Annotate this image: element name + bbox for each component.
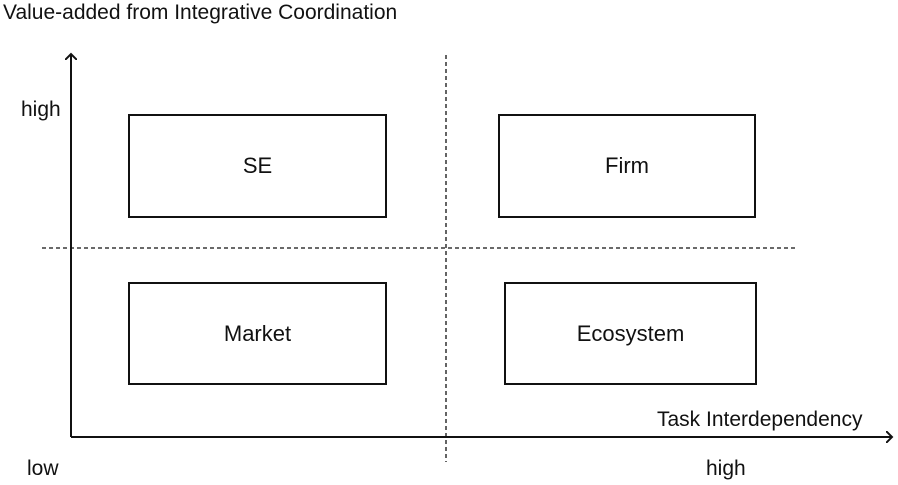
quadrant-box-firm: Firm [498, 114, 756, 218]
quadrant-box-market: Market [128, 282, 387, 385]
quadrant-box-ecosystem: Ecosystem [504, 282, 757, 385]
quadrant-label-market: Market [223, 320, 292, 346]
x-axis-title: Task Interdependency [657, 408, 863, 431]
y-axis-title: Value-added from Integrative Coordinatio… [3, 1, 398, 24]
x-axis-high-label: high [706, 457, 746, 480]
quadrant-label-ecosystem: Ecosystem [576, 320, 685, 346]
y-axis-high-label: high [21, 98, 61, 121]
quadrant-label-firm: Firm [605, 153, 649, 178]
quadrant-label-se: SE [242, 153, 273, 178]
quadrant-box-se: SE [128, 114, 387, 218]
x-axis-low-label: low [27, 457, 59, 480]
